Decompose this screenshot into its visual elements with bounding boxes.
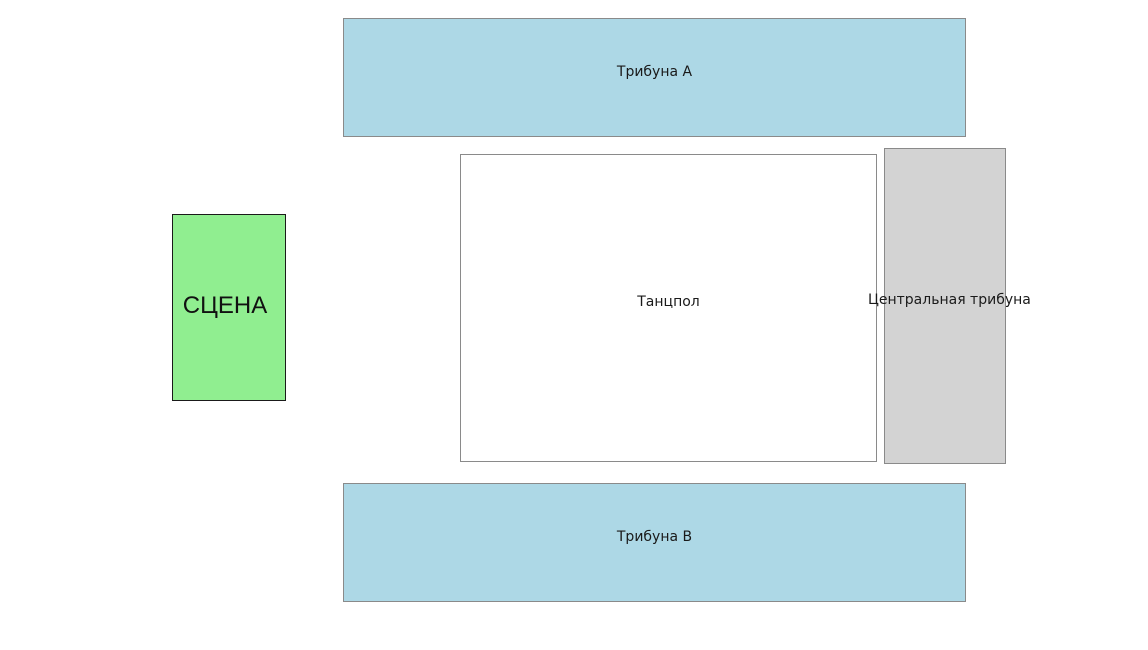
stage-label: СЦЕНА [182,291,268,319]
tribune-b-label: Трибуна В [616,528,693,545]
dance-floor-label: Танцпол [637,293,700,310]
central-tribune-label: Центральная трибуна [868,292,1031,308]
tribune-a-zone[interactable]: Трибуна А [343,18,966,137]
tribune-a-label: Трибуна А [616,63,693,80]
central-tribune-zone[interactable]: Центральная трибуна [868,148,1031,464]
dance-floor-zone[interactable]: Танцпол [460,154,877,462]
stage-zone[interactable]: СЦЕНА [172,214,286,401]
tribune-b-zone[interactable]: Трибуна В [343,483,966,602]
